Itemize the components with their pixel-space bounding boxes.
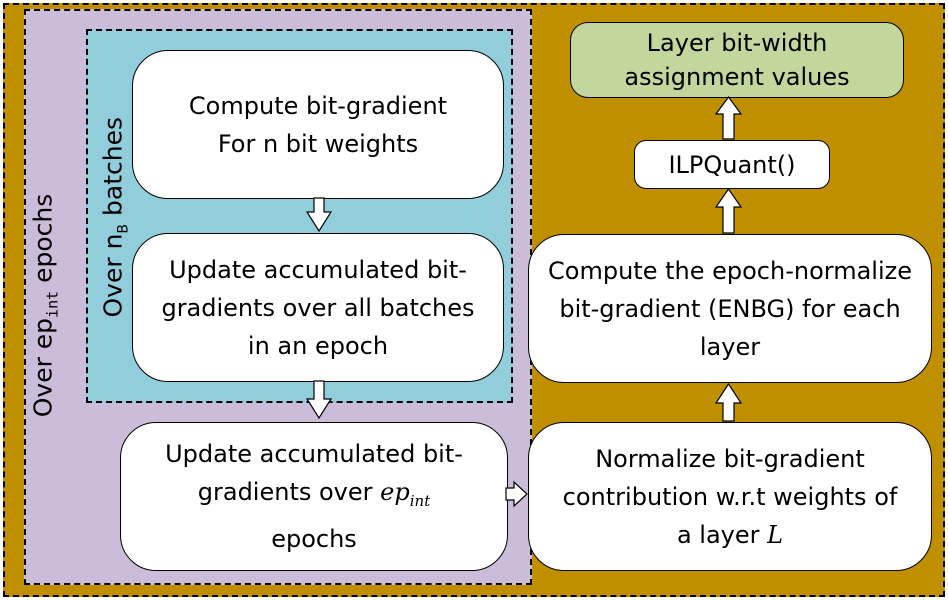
box-text-line: in an epoch: [247, 331, 389, 360]
box-text-line: gradients over all batches: [161, 293, 475, 322]
box-text-line: epochs: [271, 524, 357, 553]
box-text-line: Compute bit-gradient: [188, 91, 448, 120]
box-text-line: For n bit weights: [217, 129, 419, 158]
ilpquant-box: ILPQuant(): [634, 140, 830, 189]
box-text-segment: a layer: [676, 520, 768, 549]
arrow-up-icon: [714, 382, 743, 422]
ep-variable: ep: [380, 478, 410, 507]
layer-variable: L: [767, 520, 784, 549]
arrow-down-icon: [305, 197, 333, 233]
box-text-line: Update accumulated bit-: [165, 440, 463, 469]
box-text-line: gradients over epint: [198, 473, 430, 520]
normalize-box: Normalize bit-gradient contribution w.r.…: [528, 422, 932, 571]
arrow-up-icon: [714, 187, 743, 234]
arrow-up-icon: [714, 95, 743, 140]
box-text-line: Layer bit-width: [646, 29, 828, 57]
output-box: Layer bit-width assignment values: [570, 22, 904, 98]
box-text-line: ILPQuant(): [668, 150, 796, 179]
box-text-line: layer: [699, 332, 761, 361]
box-text-line: assignment values: [624, 63, 850, 91]
box-text-segment: gradients over: [197, 478, 381, 507]
arrow-right-icon: [505, 480, 528, 508]
enbg-box: Compute the epoch-normalize bit-gradient…: [528, 234, 932, 383]
update-epochs-box: Update accumulated bit- gradients over e…: [120, 422, 508, 571]
arrow-down-icon: [305, 380, 333, 420]
box-text-line: Compute the epoch-normalize: [548, 256, 912, 285]
box-text-line: contribution w.r.t weights of: [562, 482, 898, 511]
compute-bit-gradient-box: Compute bit-gradient For n bit weights: [132, 50, 504, 199]
box-text-line: a layer L: [677, 516, 783, 554]
box-text-line: Normalize bit-gradient: [595, 444, 865, 473]
update-batches-box: Update accumulated bit- gradients over a…: [132, 233, 504, 382]
ep-subscript: int: [409, 491, 431, 510]
box-text-line: bit-gradient (ENBG) for each: [559, 294, 901, 323]
box-text-line: Update accumulated bit-: [169, 255, 467, 284]
